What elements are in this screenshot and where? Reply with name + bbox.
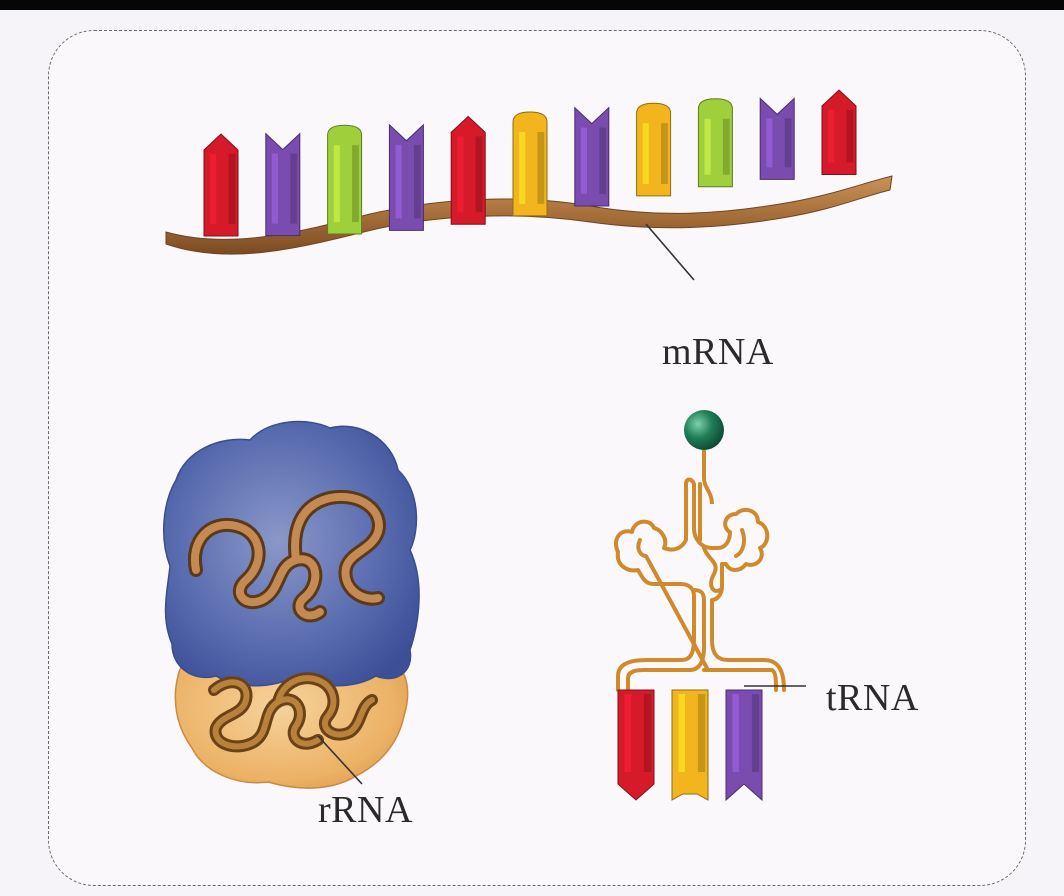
trna-strand-outer: [613, 477, 786, 692]
trna-amino-acid-stem: [702, 442, 714, 505]
amino-acid-ball: [684, 410, 724, 450]
rrna-pointer-line: [317, 735, 363, 785]
trna-label: tRNA: [826, 677, 919, 719]
mrna-base-red: [450, 115, 486, 225]
trna-strand-inner: [626, 482, 778, 692]
mrna-base-purple: [574, 106, 610, 207]
mrna-base-red: [203, 133, 239, 237]
top-border-bar: [0, 0, 1064, 10]
trna-anticodon-base-red: [617, 689, 655, 801]
mrna-base-green: [327, 124, 363, 235]
mrna-base-purple: [265, 132, 301, 237]
mrna-base-red: [821, 89, 857, 175]
trna-anticodon-base-yellow: [671, 689, 709, 801]
mrna-molecule: [165, 89, 893, 281]
rrna-ribbon-small: [211, 675, 375, 750]
rrna-ribbon-large: [190, 492, 383, 620]
mrna-base-green: [697, 98, 733, 188]
mrna-base-purple: [759, 97, 795, 180]
trna-molecule: [613, 410, 806, 802]
mrna-base-purple: [388, 123, 424, 231]
rrna-label: rRNA: [318, 789, 413, 831]
ribosome: [163, 420, 420, 789]
trna-anticodon-base-purple: [725, 689, 763, 802]
mrna-base-yellow: [636, 102, 672, 197]
mrna-base-yellow: [512, 111, 548, 217]
mrna-pointer-line: [645, 223, 695, 281]
mrna-label: mRNA: [662, 331, 774, 373]
